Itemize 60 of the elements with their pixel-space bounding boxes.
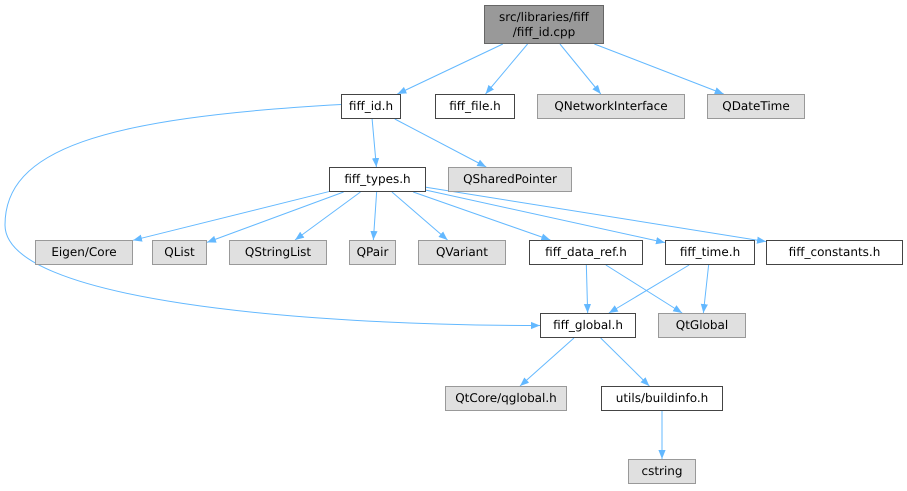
file-name: fiff_id.h xyxy=(348,99,394,114)
arrow xyxy=(370,192,378,240)
file-box xyxy=(537,94,685,119)
file-name: utils/buildinfo.h xyxy=(614,391,710,406)
arrow xyxy=(426,190,666,244)
arrow xyxy=(520,338,574,386)
arrow xyxy=(394,118,487,168)
file-name: QPair xyxy=(356,245,390,260)
file-box xyxy=(665,240,755,265)
arrow xyxy=(594,44,724,94)
file-name: fiff_file.h xyxy=(448,99,502,114)
file-box xyxy=(658,313,746,338)
file-box xyxy=(540,313,636,338)
arrow xyxy=(600,338,650,386)
arrow xyxy=(396,44,504,94)
arrow xyxy=(372,118,380,168)
file-name: QtCore/qglobal.h xyxy=(454,391,558,406)
file-name: QVariant xyxy=(434,245,489,260)
arrow xyxy=(559,44,602,94)
arrow xyxy=(294,192,361,240)
file-name: src/libraries/fiff /fiff_id.cpp xyxy=(498,10,590,40)
file-box xyxy=(445,386,567,411)
file-box xyxy=(35,240,133,265)
file-name: fiff_types.h xyxy=(343,172,412,187)
file-box xyxy=(152,240,207,265)
arrow xyxy=(485,44,528,94)
file-name: cstring xyxy=(640,464,684,479)
file-name: QStringList xyxy=(244,245,312,260)
file-box xyxy=(349,240,396,265)
arrow xyxy=(426,186,766,244)
file-name: QList xyxy=(163,245,196,260)
arrow xyxy=(412,192,551,240)
file-box xyxy=(229,240,327,265)
file-box xyxy=(435,94,515,119)
file-box xyxy=(484,5,604,44)
arrow xyxy=(4,104,540,330)
arrow xyxy=(658,410,666,460)
arrow xyxy=(584,264,591,314)
file-name: QtGlobal xyxy=(674,318,730,333)
file-box xyxy=(601,386,723,411)
file-box xyxy=(529,240,643,265)
file-box xyxy=(418,240,506,265)
file-box xyxy=(448,167,572,192)
arrow xyxy=(391,192,448,240)
file-box xyxy=(628,459,696,484)
file-name: fiff_data_ref.h xyxy=(544,245,628,260)
file-box xyxy=(329,167,426,192)
arrow xyxy=(206,192,344,243)
arrow xyxy=(700,264,710,314)
file-name: QNetworkInterface xyxy=(553,99,669,114)
file-name: fiff_global.h xyxy=(552,318,624,333)
file-name: Eigen/Core xyxy=(50,245,118,260)
arrow xyxy=(132,191,330,242)
file-name: QDateTime xyxy=(721,99,791,114)
file-box xyxy=(341,94,401,119)
file-name: fiff_time.h xyxy=(678,245,742,260)
file-name: fiff_constants.h xyxy=(788,245,882,260)
file-name: QSharedPointer xyxy=(462,172,558,187)
file-box xyxy=(766,240,903,265)
file-box xyxy=(707,94,805,119)
